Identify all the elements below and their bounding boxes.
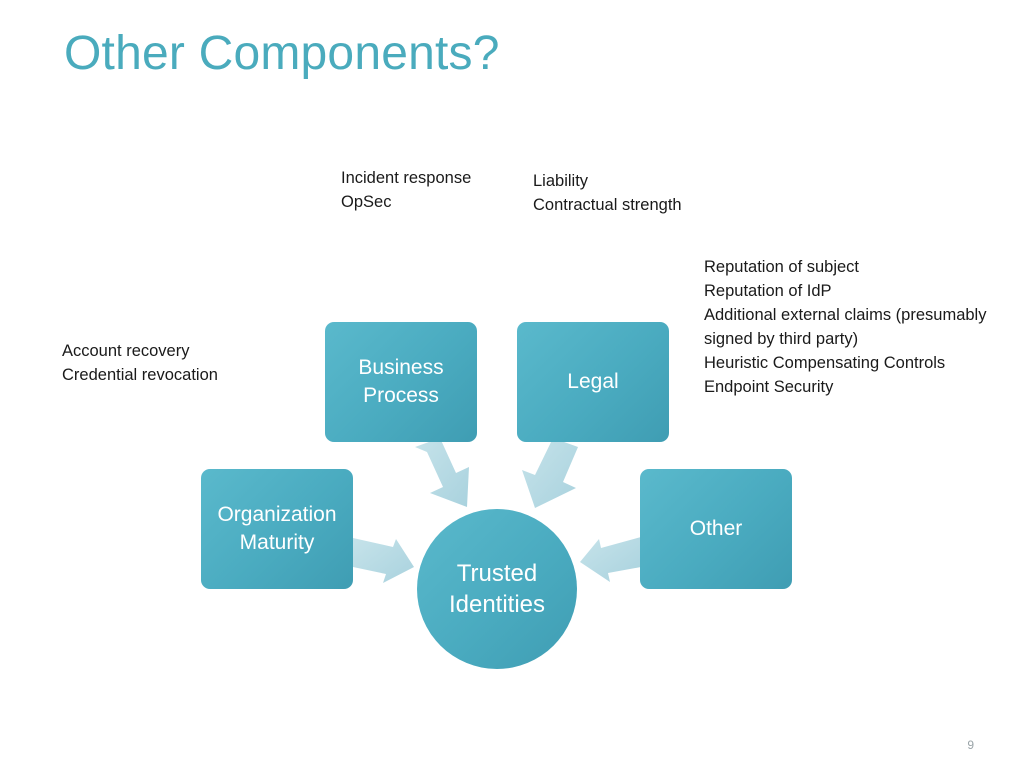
note-line: Credential revocation — [62, 366, 218, 384]
note-line: OpSec — [341, 193, 392, 211]
note-line: Endpoint Security — [704, 378, 834, 396]
arrow-legal — [522, 438, 578, 508]
note-line: Additional external claims (presumably — [704, 306, 987, 324]
node-label: Other — [689, 517, 743, 540]
note-line: Contractual strength — [533, 196, 682, 214]
note-line: Heuristic Compensating Controls — [704, 354, 946, 372]
node-label: Organization — [217, 503, 337, 526]
node-label: Legal — [567, 370, 619, 393]
center-label: Identities — [448, 591, 546, 618]
center-label: Trusted — [456, 560, 538, 587]
note-account-recovery: Account recovery Credential revocation — [62, 339, 218, 387]
arrow-business-process — [415, 438, 469, 507]
note-line: Reputation of subject — [704, 258, 860, 276]
node-legal: Legal — [517, 322, 669, 442]
node-other: Other — [640, 469, 792, 589]
note-line: Reputation of IdP — [704, 282, 832, 300]
note-line: Incident response — [341, 169, 472, 187]
node-organization-maturity: Organization Maturity — [201, 469, 353, 589]
note-reputation: Reputation of subject Reputation of IdP … — [704, 255, 986, 399]
node-business-process: Business Process — [325, 322, 477, 442]
node-label: Maturity — [239, 531, 315, 554]
node-label: Process — [363, 384, 439, 407]
note-line: Liability — [533, 172, 589, 190]
arrow-organization-maturity — [353, 538, 414, 583]
note-line: Account recovery — [62, 342, 190, 360]
page-number: 9 — [967, 738, 974, 752]
slide-title: Other Components? — [64, 27, 500, 80]
note-line: signed by third party) — [704, 330, 859, 348]
note-liability: Liability Contractual strength — [533, 169, 682, 217]
note-incident-response: Incident response OpSec — [341, 166, 471, 214]
arrow-other — [580, 537, 641, 582]
node-trusted-identities: Trusted Identities — [417, 509, 577, 669]
node-label: Business — [358, 356, 444, 379]
